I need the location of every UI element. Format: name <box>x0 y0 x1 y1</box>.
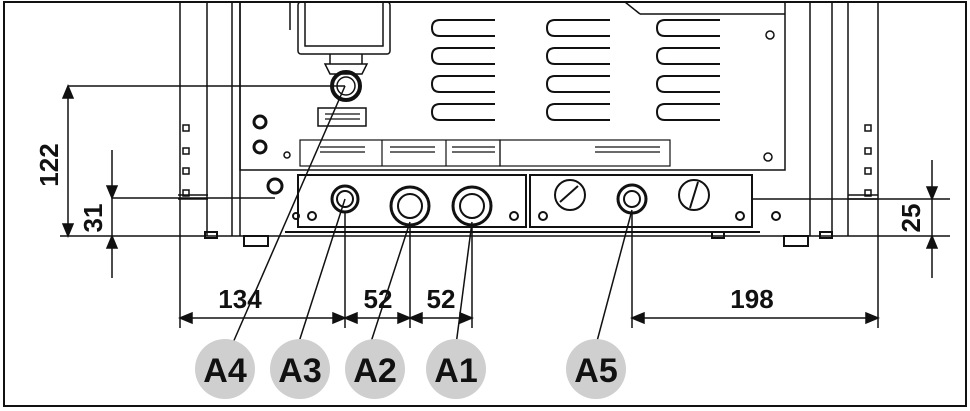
callout-a5: A5 <box>566 339 626 399</box>
callout-a3-label: A3 <box>278 352 321 390</box>
right-housing <box>809 2 879 236</box>
outer-border <box>3 1 967 407</box>
dim-52-a: 52 <box>364 284 393 314</box>
callout-a4-label: A4 <box>203 352 247 390</box>
callout-a2-label: A2 <box>353 352 396 390</box>
callout-a2: A2 <box>345 339 405 399</box>
gland-plate <box>150 174 878 247</box>
dimension-lines <box>60 84 950 328</box>
dim-198: 198 <box>730 284 773 314</box>
callout-a4: A4 <box>195 339 255 399</box>
label-strips <box>299 113 671 167</box>
callout-a3: A3 <box>270 339 330 399</box>
callout-a2-circle <box>345 339 405 399</box>
callout-a3-circle <box>270 339 330 399</box>
callout-a1-label: A1 <box>434 352 477 390</box>
callout-a4-circle <box>195 339 255 399</box>
left-housing <box>178 2 241 236</box>
dim-25: 25 <box>896 204 926 233</box>
dim-134: 134 <box>218 284 262 314</box>
callout-a1: A1 <box>426 339 486 399</box>
callout-a1-circle <box>426 339 486 399</box>
dim-31: 31 <box>78 204 108 233</box>
main-panel <box>239 1 786 195</box>
dim-122: 122 <box>34 143 64 186</box>
dim-52-b: 52 <box>427 284 456 314</box>
callout-leaders <box>231 85 633 346</box>
callout-a5-label: A5 <box>574 352 617 390</box>
vent-louvres <box>430 19 720 121</box>
callout-a5-circle <box>566 339 626 399</box>
